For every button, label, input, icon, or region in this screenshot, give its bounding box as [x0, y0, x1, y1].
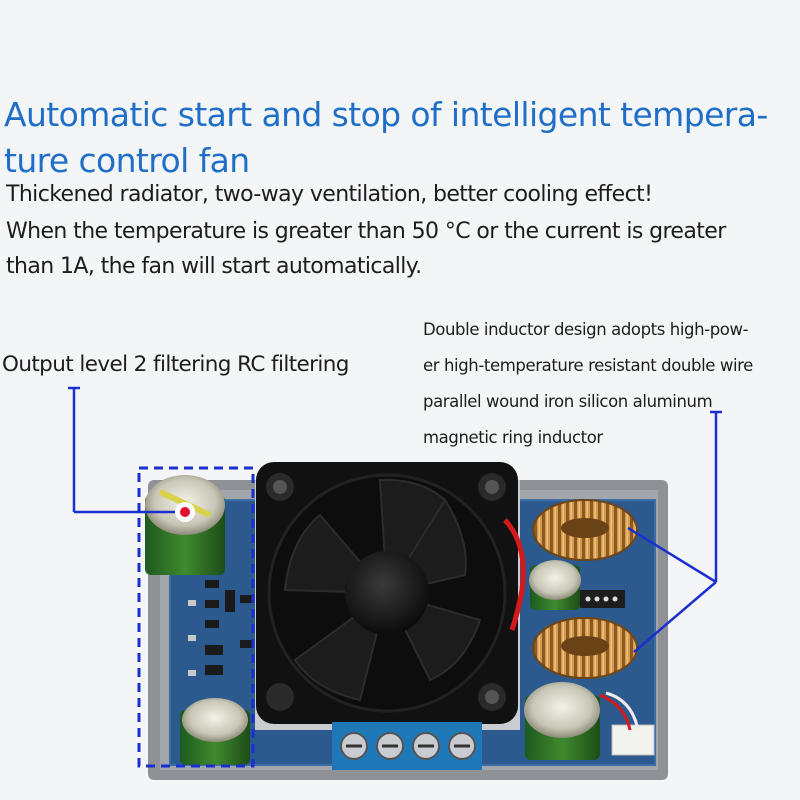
- callout-double-inductor: Double inductor design adopts high-pow- …: [423, 312, 795, 456]
- description-line-2: When the temperature is greater than 50 …: [6, 219, 726, 244]
- inductor-top: [532, 499, 638, 561]
- capacitor-output-top: [145, 475, 225, 575]
- inductor-leader-lines: [627, 410, 722, 653]
- callout-rc-filtering: Output level 2 filtering RC filtering: [2, 352, 349, 377]
- callout-inductor-line-4: magnetic ring inductor: [423, 428, 603, 447]
- cooling-fan: [256, 462, 518, 724]
- callout-inductor-line-3: parallel wound iron silicon aluminum: [423, 392, 713, 411]
- description-line-3: than 1A, the fan will start automaticall…: [6, 254, 422, 279]
- capacitor-bottom-right: [524, 682, 600, 760]
- inductor-bottom: [532, 617, 638, 679]
- rc-filter-highlight-box: [137, 466, 255, 768]
- fan-connector: [611, 724, 655, 756]
- capacitor-mid-right: [529, 560, 581, 610]
- callout-inductor-line-2: er high-temperature resistant double wir…: [423, 356, 753, 375]
- terminal-block: [332, 722, 482, 770]
- smd-components: [188, 580, 254, 676]
- headline-line-2: ture control fan: [4, 141, 250, 180]
- callout-inductor-line-1: Double inductor design adopts high-pow-: [423, 320, 749, 339]
- marker-dot: [180, 507, 190, 517]
- capacitor-output-bottom: [180, 698, 250, 765]
- headline-line-1: Automatic start and stop of intelligent …: [4, 95, 768, 134]
- rc-filter-leader-line: [68, 386, 185, 514]
- headline: Automatic start and stop of intelligent …: [4, 92, 794, 184]
- description-line-1: Thickened radiator, two-way ventilation,…: [6, 182, 653, 207]
